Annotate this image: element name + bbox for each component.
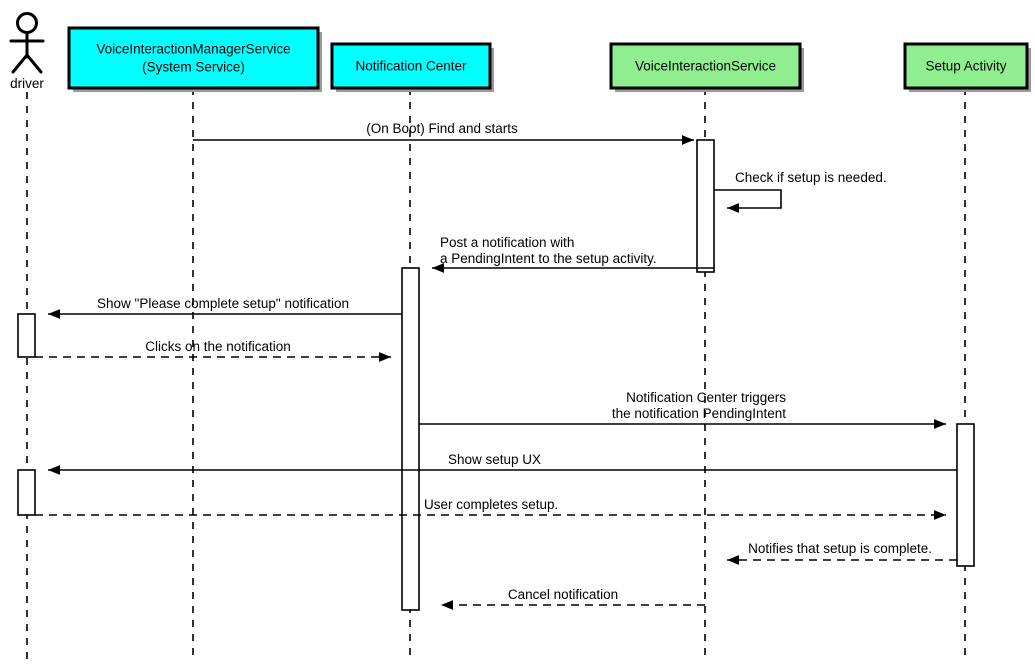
message-label-m5: Clicks on the notification [145, 339, 291, 354]
participant-vis[interactable]: VoiceInteractionService [609, 42, 804, 92]
message-label-m4: Show "Please complete setup" notificatio… [97, 296, 349, 311]
message-self-loop [714, 189, 782, 213]
participant-label-setup-activity: Setup Activity [925, 59, 1006, 74]
actor-leg-left-icon [11, 53, 29, 74]
activation-bar-driver-2 [17, 469, 36, 516]
participant-label-vis: VoiceInteractionService [635, 59, 776, 74]
message-notification-center-triggers[interactable]: Notification Center triggers the notific… [419, 390, 946, 429]
message-label-m2: Check if setup is needed. [735, 170, 887, 185]
participant-notification-center[interactable]: Notification Center [330, 42, 494, 92]
participant-vims[interactable]: VoiceInteractionManagerService (System S… [67, 26, 322, 92]
activation-bars-group [17, 139, 975, 611]
participant-setup-activity[interactable]: Setup Activity [903, 42, 1031, 92]
participant-label-vims-line2: (System Service) [142, 60, 245, 75]
message-label-m6-line2: the notification PendingIntent [612, 406, 786, 421]
actor-leg-right-icon [25, 53, 43, 74]
message-label-m10: Cancel notification [508, 587, 618, 602]
participant-label-notification-center: Notification Center [355, 59, 467, 74]
message-label-m7: Show setup UX [448, 452, 541, 467]
message-label-m6-line1: Notification Center triggers [626, 390, 786, 405]
message-label-m9: Notifies that setup is complete. [748, 541, 932, 556]
activation-bar-setup-activity [956, 423, 975, 567]
activation-bar-notification-center [401, 267, 420, 611]
message-label-m3-line2: a PendingIntent to the setup activity. [440, 251, 657, 266]
participant-box-vis [609, 42, 802, 90]
actor-head-icon [16, 12, 38, 34]
message-check-if-setup-is-needed[interactable]: Check if setup is needed. [714, 170, 887, 213]
message-show-please-complete-setup-notification[interactable]: Show "Please complete setup" notificatio… [48, 296, 402, 319]
message-user-completes-setup[interactable]: User completes setup. [35, 497, 946, 520]
message-clicks-on-the-notification[interactable]: Clicks on the notification [35, 339, 391, 362]
participant-box-vims [67, 26, 320, 90]
activation-bar-driver-1 [17, 313, 36, 358]
participant-box-setup-activity [903, 42, 1029, 90]
participant-label-driver: driver [10, 76, 44, 91]
message-label-m8: User completes setup. [424, 497, 558, 512]
message-post-a-notification[interactable]: Post a notification with a PendingIntent… [432, 235, 714, 273]
participant-box-notification-center [330, 42, 492, 90]
message-notifies-that-setup-is-complete[interactable]: Notifies that setup is complete. [727, 541, 957, 565]
participant-label-vims-line1: VoiceInteractionManagerService [96, 42, 290, 57]
activation-bar-vis-1 [696, 139, 715, 273]
message-label-m1: (On Boot) Find and starts [366, 121, 518, 136]
message-show-setup-ux[interactable]: Show setup UX [48, 452, 957, 475]
message-label-m3-line1: Post a notification with [440, 235, 574, 250]
message-on-boot-find-and-starts[interactable]: (On Boot) Find and starts [193, 121, 694, 145]
participant-driver[interactable]: driver [9, 12, 45, 92]
message-cancel-notification[interactable]: Cancel notification [441, 587, 705, 610]
